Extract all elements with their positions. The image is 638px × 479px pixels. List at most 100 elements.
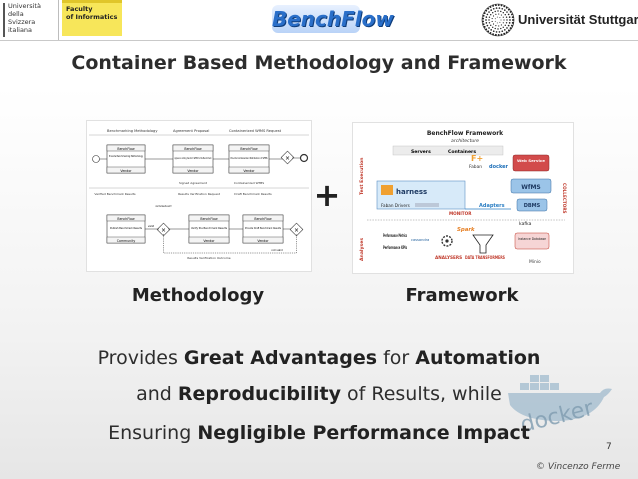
flow-label: not valid [271,248,283,252]
pool-label: Benchmarking Methodology [107,129,158,133]
minio-label: Minio [529,259,541,265]
seal-dot [495,7,498,9]
faculty-logo: Faculty of Informatics [62,0,122,36]
seal-dot [503,9,506,11]
seal-dot [490,14,492,16]
seal-dot [495,31,498,33]
seal-dot [508,22,511,24]
seal-dot [501,30,504,33]
faban-plus-icon: F+ [471,154,483,163]
message-label: Results Verification Request [178,192,221,196]
header-divider [0,40,638,41]
seal-dot [502,12,504,14]
message-label: Draft Benchmark Results [234,192,272,196]
seal-dot [509,10,512,13]
svg-text:×: × [285,155,290,162]
start-event [92,155,100,163]
lane-label: Vendor [120,169,132,173]
task-label: Publish Benchmark Results [110,226,142,230]
seal-dot [497,10,499,12]
lane-label: Vendor [203,239,215,243]
seal-dot [500,27,502,30]
seal-dot [488,27,490,29]
seal-dot [485,9,488,12]
seal-dot [502,16,504,18]
seal-dot [510,24,513,27]
seal-dot [497,28,499,30]
lane-label: Vendor [243,169,255,173]
seal-dot [492,4,495,7]
pool-label: Containerized WfMS Request [229,129,282,133]
seal-dot [488,22,491,24]
seal-dot [491,20,493,23]
lane-label: BenchFlow [117,147,135,151]
seal-dot [494,4,497,7]
seal-dot [488,11,490,13]
seal-dot [503,29,506,31]
seal-dot [483,12,486,15]
gateway-label: Are the Results valid? [156,204,172,208]
faculty-logo-line: Faculty [66,5,93,13]
parallel-gateway-bottom: × [289,222,304,237]
lane-label: BenchFlow [184,147,202,151]
seal-dot [511,21,514,24]
framework-diagram: BenchFlow Framework architecture Test Ex… [352,122,574,274]
seal-dot [500,4,503,7]
faban-drivers-label: Faban Drivers [381,203,410,208]
seal-dot [485,19,487,21]
seal-dot [497,34,500,36]
collectors-label: COLLECTORS [562,183,567,214]
seal-dot [485,28,488,31]
seal-dot [498,13,500,15]
seal-dot [485,16,488,18]
seal-dot [492,7,495,10]
containers-label: Containers [448,149,476,155]
faculty-logo-line: of Informatics [66,13,118,21]
seal-dot [505,31,508,34]
emphasis: Great Advantages [183,347,378,369]
seal-dot [502,22,504,24]
lane-label: BenchFlow [117,217,135,221]
seal-dot [495,25,497,27]
claim-line-3: Ensuring Negligible Performance Impact [0,422,638,444]
seal-dot [492,30,495,33]
seal-dot [482,17,485,20]
seal-dot [511,16,514,19]
methodology-label: Methodology [131,285,265,306]
seal-dot [494,27,496,30]
seal-dot [485,22,488,24]
task-label: Provide Containerized Distribution of Wf… [231,156,268,160]
gateway-results-valid: × Are the Results valid? [156,204,172,237]
seal-dot [507,24,510,27]
test-execution-label: Test Execution [359,157,365,195]
seal-dot [482,23,485,26]
servers-label: Servers [411,149,431,155]
seal-dot [512,19,514,21]
seal-dot [492,12,494,14]
seal-dot [504,24,506,27]
task-provide-methodology: BenchFlow Vendor Provide Benchmarking Me… [106,144,146,174]
usi-logo-line: della [8,10,24,18]
task-verify-results: BenchFlow Vendor Verify the Benchmark Re… [188,214,230,244]
slide-header: Università della Svizzera italiana Facul… [0,0,638,41]
usi-logo: Università della Svizzera italiana [0,0,59,40]
analysers-label: ANALYSERS [435,255,462,260]
task-label: Agree on adding Vendor's WfMS to the Ben… [175,156,212,160]
seal-dot [500,19,502,21]
seal-dot [505,16,508,18]
seal-dot [496,22,498,24]
author-credit: © Vincenzo Ferme [536,462,620,472]
wfms-box [510,178,552,194]
seal-dot [499,17,501,19]
dbms-box [516,198,548,212]
task-label: Provide Benchmarking Methodology [109,154,143,158]
seal-dot [505,6,508,9]
seal-dot [490,9,493,11]
seal-dot [482,20,485,23]
svg-text:×: × [161,227,166,234]
performance-kpis-label: Performance KPIs [383,245,407,250]
seal-dot [506,27,508,29]
seal-dot [507,29,510,32]
author-name: Vincenzo Ferme [547,462,621,472]
faban-icon [381,185,393,195]
